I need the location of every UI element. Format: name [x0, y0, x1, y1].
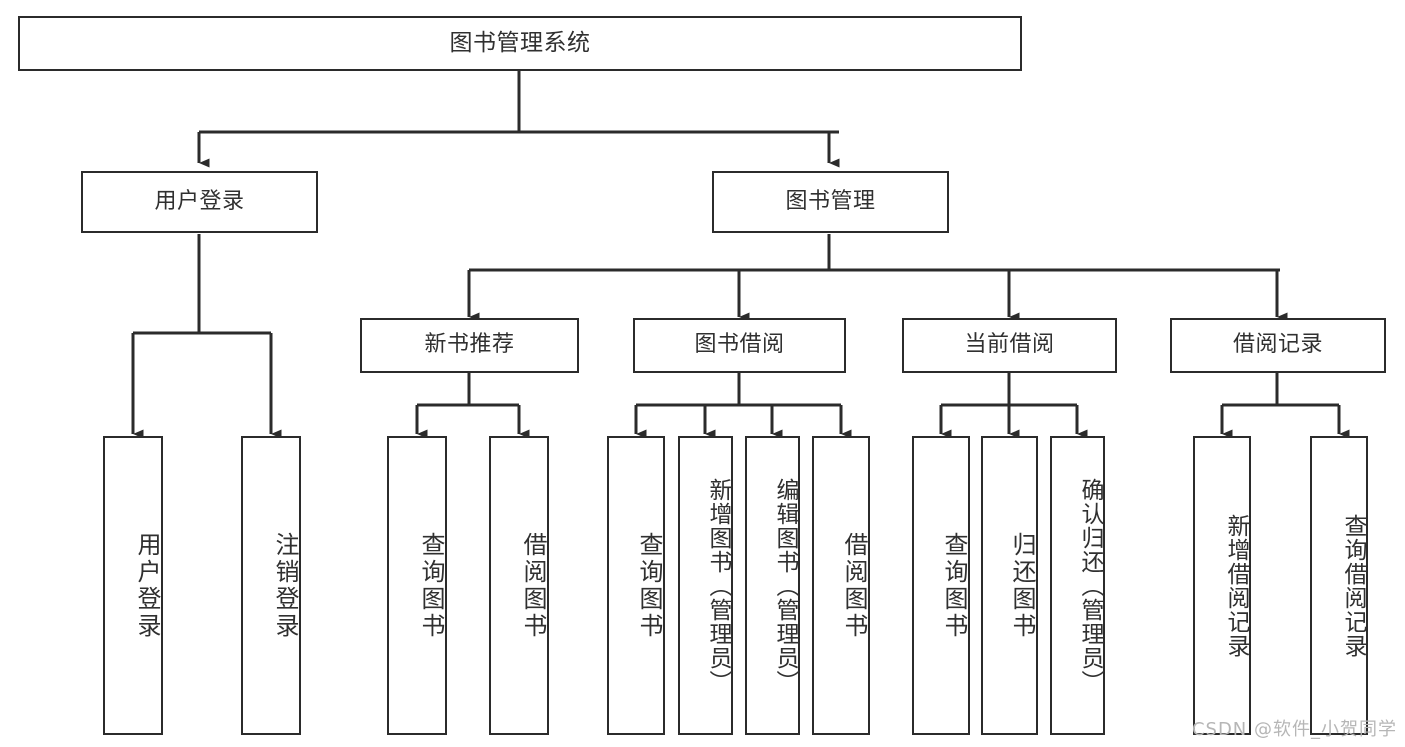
- node-leaf-borrow-book-1[interactable]: 借阅图书: [489, 436, 549, 735]
- node-book-borrow-label: 图书借阅: [694, 332, 785, 358]
- node-leaf-query-book-1-label: 查询图书: [417, 531, 445, 640]
- node-leaf-query-book-1[interactable]: 查询图书: [387, 436, 447, 735]
- node-leaf-query-book-3-label: 查询图书: [940, 531, 968, 640]
- node-leaf-user-login[interactable]: 用户登录: [103, 436, 163, 735]
- node-leaf-borrow-book-1-label: 借阅图书: [519, 531, 547, 640]
- node-leaf-return-book-label: 归还图书: [1008, 531, 1036, 640]
- node-current-borrow[interactable]: 当前借阅: [902, 318, 1117, 373]
- node-new-book-recommend[interactable]: 新书推荐: [360, 318, 579, 373]
- node-leaf-edit-book-label: 编辑图书（管理员）: [772, 477, 798, 694]
- node-leaf-query-record-label: 查询借阅记录: [1340, 513, 1366, 658]
- node-new-book-recommend-label: 新书推荐: [424, 332, 515, 358]
- node-leaf-borrow-book-2-label: 借阅图书: [840, 531, 868, 640]
- node-borrow-record[interactable]: 借阅记录: [1170, 318, 1386, 373]
- node-leaf-user-logout-label: 注销登录: [271, 531, 299, 640]
- node-borrow-record-label: 借阅记录: [1232, 332, 1323, 358]
- node-book-manage[interactable]: 图书管理: [712, 171, 949, 233]
- node-leaf-user-login-label: 用户登录: [133, 531, 161, 640]
- node-leaf-return-book[interactable]: 归还图书: [981, 436, 1038, 735]
- node-leaf-query-book-2-label: 查询图书: [635, 531, 663, 640]
- node-leaf-query-book-2[interactable]: 查询图书: [607, 436, 665, 735]
- node-leaf-confirm-return[interactable]: 确认归还（管理员）: [1050, 436, 1105, 735]
- node-leaf-add-book[interactable]: 新增图书（管理员）: [678, 436, 733, 735]
- node-user-login-label: 用户登录: [154, 188, 245, 214]
- node-leaf-query-record[interactable]: 查询借阅记录: [1310, 436, 1368, 735]
- node-leaf-confirm-return-label: 确认归还（管理员）: [1077, 477, 1103, 694]
- node-leaf-query-book-3[interactable]: 查询图书: [912, 436, 970, 735]
- node-leaf-add-record[interactable]: 新增借阅记录: [1193, 436, 1251, 735]
- csdn-watermark: CSDN @软件_小贺同学: [1191, 719, 1397, 740]
- node-leaf-borrow-book-2[interactable]: 借阅图书: [812, 436, 870, 735]
- node-book-manage-label: 图书管理: [785, 188, 876, 214]
- node-leaf-user-logout[interactable]: 注销登录: [241, 436, 301, 735]
- node-leaf-add-book-label: 新增图书（管理员）: [705, 477, 731, 694]
- node-current-borrow-label: 当前借阅: [964, 332, 1055, 358]
- node-user-login[interactable]: 用户登录: [81, 171, 318, 233]
- node-book-borrow[interactable]: 图书借阅: [633, 318, 846, 373]
- node-leaf-add-record-label: 新增借阅记录: [1223, 513, 1249, 658]
- node-leaf-edit-book[interactable]: 编辑图书（管理员）: [745, 436, 800, 735]
- node-root[interactable]: 图书管理系统: [18, 16, 1022, 71]
- node-root-label: 图书管理系统: [449, 29, 591, 56]
